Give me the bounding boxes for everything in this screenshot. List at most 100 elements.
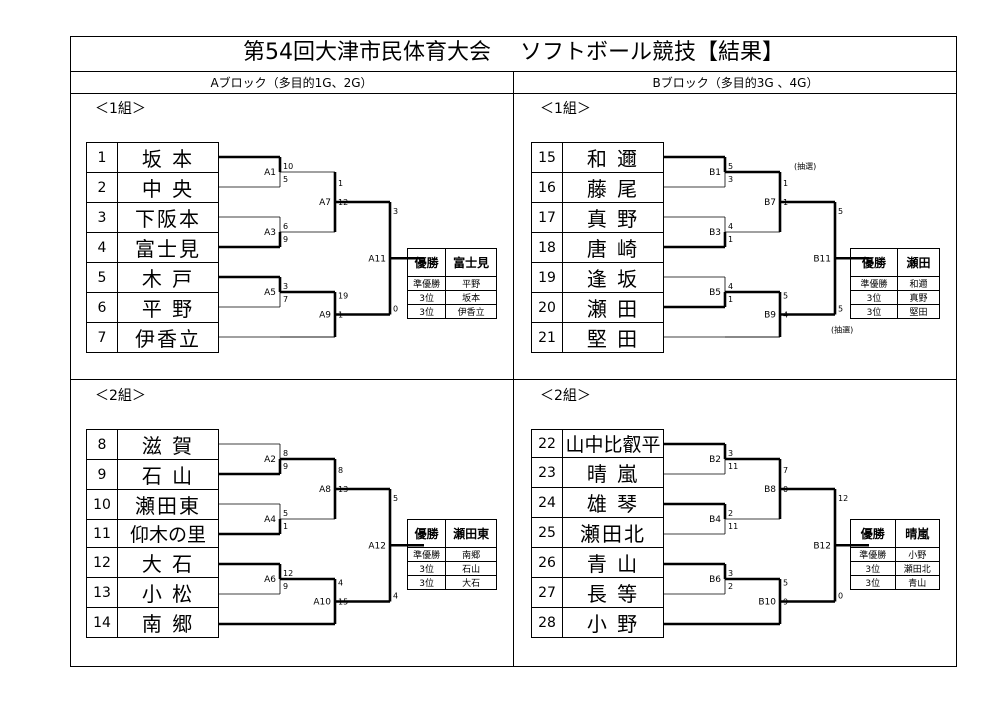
team-number: 24 [531,487,563,518]
champion-name: 瀬田東 [445,519,497,548]
match-id: A7 [319,198,331,208]
team-number: 23 [531,457,563,488]
team-number: 18 [531,232,563,263]
match-score: 11 [728,462,738,471]
team-number: 12 [86,547,118,578]
match-score: 10 [283,162,293,171]
champion-label: 優勝 [850,519,896,548]
placing-row: 準優勝小野 [850,547,940,562]
match-score: 4 [338,579,343,588]
team-name: 小 松 [117,577,219,608]
champion-label: 優勝 [406,248,447,277]
team-number: 22 [531,429,563,458]
placing-label: 準優勝 [850,547,896,562]
match-score: 5 [783,579,788,588]
champion-label: 優勝 [849,248,899,277]
placing-team: 青山 [894,575,940,590]
match-id: A10 [313,598,331,608]
match-score: 5 [838,207,843,216]
team-name: 木 戸 [117,262,219,293]
match-score: 3 [728,569,733,578]
team-name: 瀬田東 [117,489,219,520]
team-number: 5 [86,262,118,293]
team-name: 坂 本 [117,142,219,173]
group-divider [70,379,957,380]
team-name: 山中比叡平 [562,429,664,458]
match-score: 0 [838,592,843,601]
placing-row: 準優勝南郷 [406,547,497,562]
placing-row: 準優勝平野 [406,276,497,291]
match-id: A8 [319,485,331,495]
match-score: 12 [283,569,293,578]
team-number: 13 [86,577,118,608]
match-score: 4 [728,222,733,231]
placing-team: 南郷 [445,547,497,562]
match-id: B8 [764,485,776,495]
placing-row: 3位瀬田北 [850,561,940,576]
group-label-b1: ＜1組＞ [540,101,591,117]
group-label-a1: ＜1組＞ [95,101,146,117]
match-score: 8 [283,449,288,458]
team-number: 20 [531,292,563,323]
match-score: 1 [728,295,733,304]
placing-row: 3位坂本 [406,290,497,305]
placing-label: 3位 [850,561,896,576]
lottery-note: (抽選) [831,325,853,335]
team-number: 17 [531,202,563,233]
match-score: 5 [783,292,788,301]
placing-label: 3位 [406,575,447,590]
team-name: 青 山 [562,547,664,578]
team-name: 小 野 [562,607,664,638]
match-score: 12 [838,494,848,503]
match-score: 7 [783,466,788,475]
team-name: 南 郷 [117,607,219,638]
team-number: 16 [531,172,563,203]
match-id: B4 [709,515,721,525]
placing-row: 3位大石 [406,575,497,590]
team-number: 27 [531,577,563,608]
match-id: A11 [368,254,386,264]
champion-row: 優勝晴嵐 [850,519,940,548]
match-score: 9 [283,462,288,471]
match-score: 4 [728,282,733,291]
group-label-a2: ＜2組＞ [95,388,146,404]
placing-label: 3位 [849,290,899,305]
team-name: 唐 崎 [562,232,664,263]
team-number: 14 [86,607,118,638]
match-score: 3 [728,449,733,458]
match-id: B6 [709,575,721,585]
placing-team: 小野 [894,547,940,562]
match-id: A5 [264,288,276,298]
match-id: A12 [368,541,386,551]
match-score: 6 [283,222,288,231]
match-score: 4 [393,592,398,601]
match-score: 5 [393,494,398,503]
lottery-note: (抽選) [794,161,816,171]
placing-label: 3位 [850,575,896,590]
team-name: 滋 賀 [117,429,219,460]
match-score: 0 [393,305,398,314]
placing-team: 大石 [445,575,497,590]
match-score: 8 [338,466,343,475]
